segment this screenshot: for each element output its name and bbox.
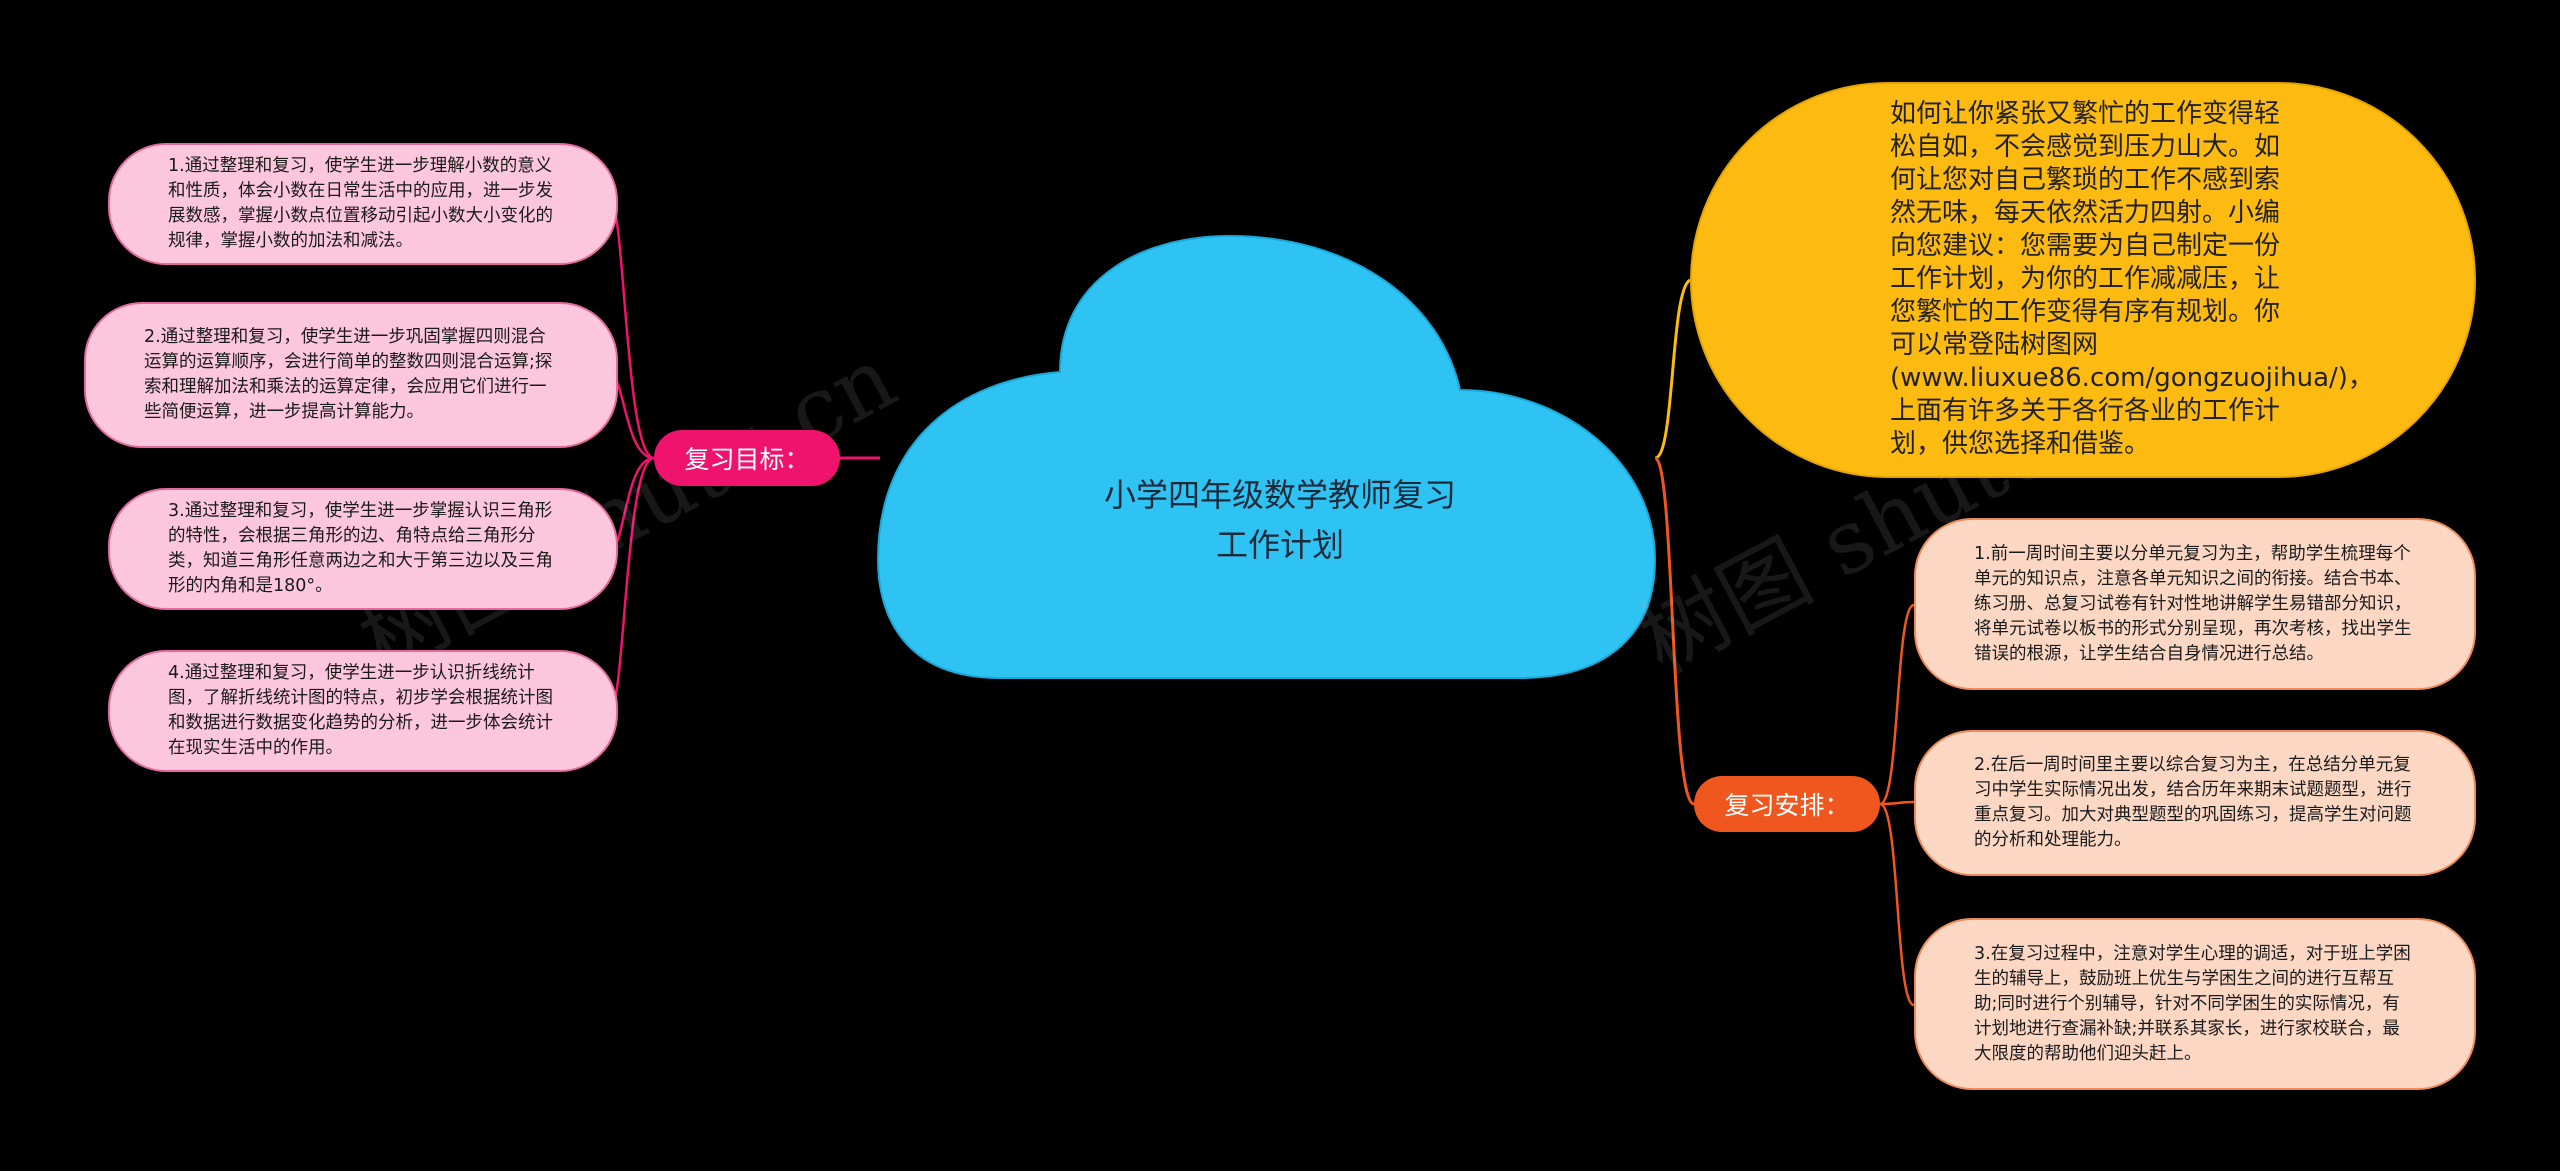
schedule-node-1[interactable]: 1.前一周时间主要以分单元复习为主，帮助学生梳理每个单元的知识点，注意各单元知识… <box>1914 518 2476 690</box>
goal-node-1[interactable]: 1.通过整理和复习，使学生进一步理解小数的意义和性质，体会小数在日常生活中的应用… <box>108 143 618 265</box>
intro-text: 如何让你紧张又繁忙的工作变得轻松自如，不会感觉到压力山大。如何让您对自己繁琐的工… <box>1890 99 2374 459</box>
connector-center-right <box>1653 456 1695 806</box>
branch-review-schedule-label: 复习安排： <box>1724 791 1850 820</box>
connector-right-2 <box>1879 800 1915 806</box>
goal-node-4[interactable]: 4.通过整理和复习，使学生进一步认识折线统计图，了解折线统计图的特点，初步学会根… <box>108 650 618 772</box>
goal-node-2-text: 2.通过整理和复习，使学生进一步巩固掌握四则混合运算的运算顺序，会进行简单的整数… <box>144 327 553 422</box>
schedule-node-1-text: 1.前一周时间主要以分单元复习为主，帮助学生梳理每个单元的知识点，注意各单元知识… <box>1974 543 2412 664</box>
connector-right-3 <box>1879 802 1915 1007</box>
goal-node-3[interactable]: 3.通过整理和复习，使学生进一步掌握认识三角形的特性，会根据三角形的边、角特点给… <box>108 488 618 610</box>
schedule-node-3-text: 3.在复习过程中，注意对学生心理的调适，对于班上学困生的辅导上，鼓励班上优生与学… <box>1974 943 2411 1064</box>
goal-node-1-text: 1.通过整理和复习，使学生进一步理解小数的意义和性质，体会小数在日常生活中的应用… <box>168 156 553 251</box>
center-title: 小学四年级数学教师复习 工作计划 <box>1040 470 1520 570</box>
branch-review-goals-label: 复习目标： <box>684 445 810 474</box>
goal-node-3-text: 3.通过整理和复习，使学生进一步掌握认识三角形的特性，会根据三角形的边、角特点给… <box>168 501 553 596</box>
connector-center-intro <box>1654 278 1692 460</box>
connector-right-1 <box>1879 603 1915 806</box>
schedule-node-2-text: 2.在后一周时间里主要以综合复习为主，在总结分单元复习中学生实际情况出发，结合历… <box>1974 755 2412 850</box>
branch-review-schedule[interactable]: 复习安排： <box>1694 776 1880 832</box>
goal-node-2[interactable]: 2.通过整理和复习，使学生进一步巩固掌握四则混合运算的运算顺序，会进行简单的整数… <box>84 302 618 448</box>
schedule-node-3[interactable]: 3.在复习过程中，注意对学生心理的调适，对于班上学困生的辅导上，鼓励班上优生与学… <box>1914 918 2476 1090</box>
center-cloud <box>876 234 1657 679</box>
goal-node-4-text: 4.通过整理和复习，使学生进一步认识折线统计图，了解折线统计图的特点，初步学会根… <box>168 663 553 758</box>
branch-review-goals[interactable]: 复习目标： <box>654 430 840 486</box>
schedule-node-2[interactable]: 2.在后一周时间里主要以综合复习为主，在总结分单元复习中学生实际情况出发，结合历… <box>1914 730 2476 876</box>
center-title-line1: 小学四年级数学教师复习 <box>1103 476 1456 514</box>
intro-node[interactable]: 如何让你紧张又繁忙的工作变得轻松自如，不会感觉到压力山大。如何让您对自己繁琐的工… <box>1690 82 2476 478</box>
center-title-line2: 工作计划 <box>1215 526 1344 564</box>
